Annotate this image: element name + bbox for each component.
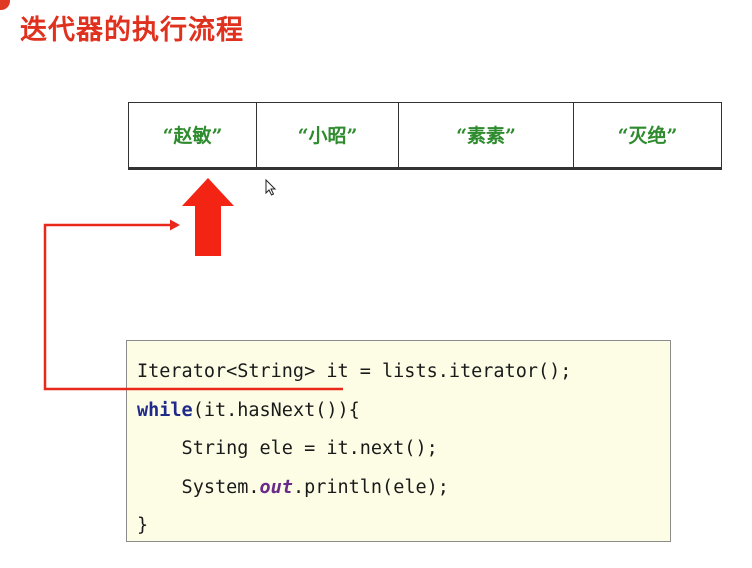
page-title: 迭代器的执行流程 <box>20 15 244 46</box>
code-line-iterator: Iterator<String> it = lists.iterator(); <box>137 353 670 392</box>
connector-arrowhead <box>170 219 180 231</box>
code-println-prefix: System. <box>137 476 260 498</box>
code-line-while: while(it.hasNext()){ <box>137 392 670 431</box>
list-element-0: “赵敏” <box>162 124 223 147</box>
code-line-next: String ele = it.next(); <box>137 430 670 469</box>
code-close-brace: } <box>137 515 149 536</box>
code-iterator-text: Iterator<String> it = lists.iterator(); <box>137 361 572 382</box>
code-line-close-brace: } <box>137 507 670 546</box>
code-out-field: out <box>259 476 293 498</box>
list-element-3: “灭绝” <box>573 103 721 167</box>
code-block: Iterator<String> it = lists.iterator(); … <box>126 340 671 542</box>
code-while-keyword: while <box>137 399 193 421</box>
up-arrow-icon <box>182 178 234 256</box>
code-while-condition: (it.hasNext()){ <box>192 399 360 421</box>
code-line-println: System.out.println(ele); <box>137 469 670 508</box>
corner-dot <box>0 0 10 10</box>
mouse-cursor-icon <box>265 178 277 196</box>
list-element-2: “素素” <box>398 103 573 167</box>
code-next-text: String ele = it.next(); <box>137 438 438 459</box>
list-element-1: “小昭” <box>256 103 398 167</box>
list-elements-row: “赵敏” “小昭” “素素” “灭绝” <box>128 102 722 170</box>
code-println-suffix: .println(ele); <box>292 476 449 498</box>
